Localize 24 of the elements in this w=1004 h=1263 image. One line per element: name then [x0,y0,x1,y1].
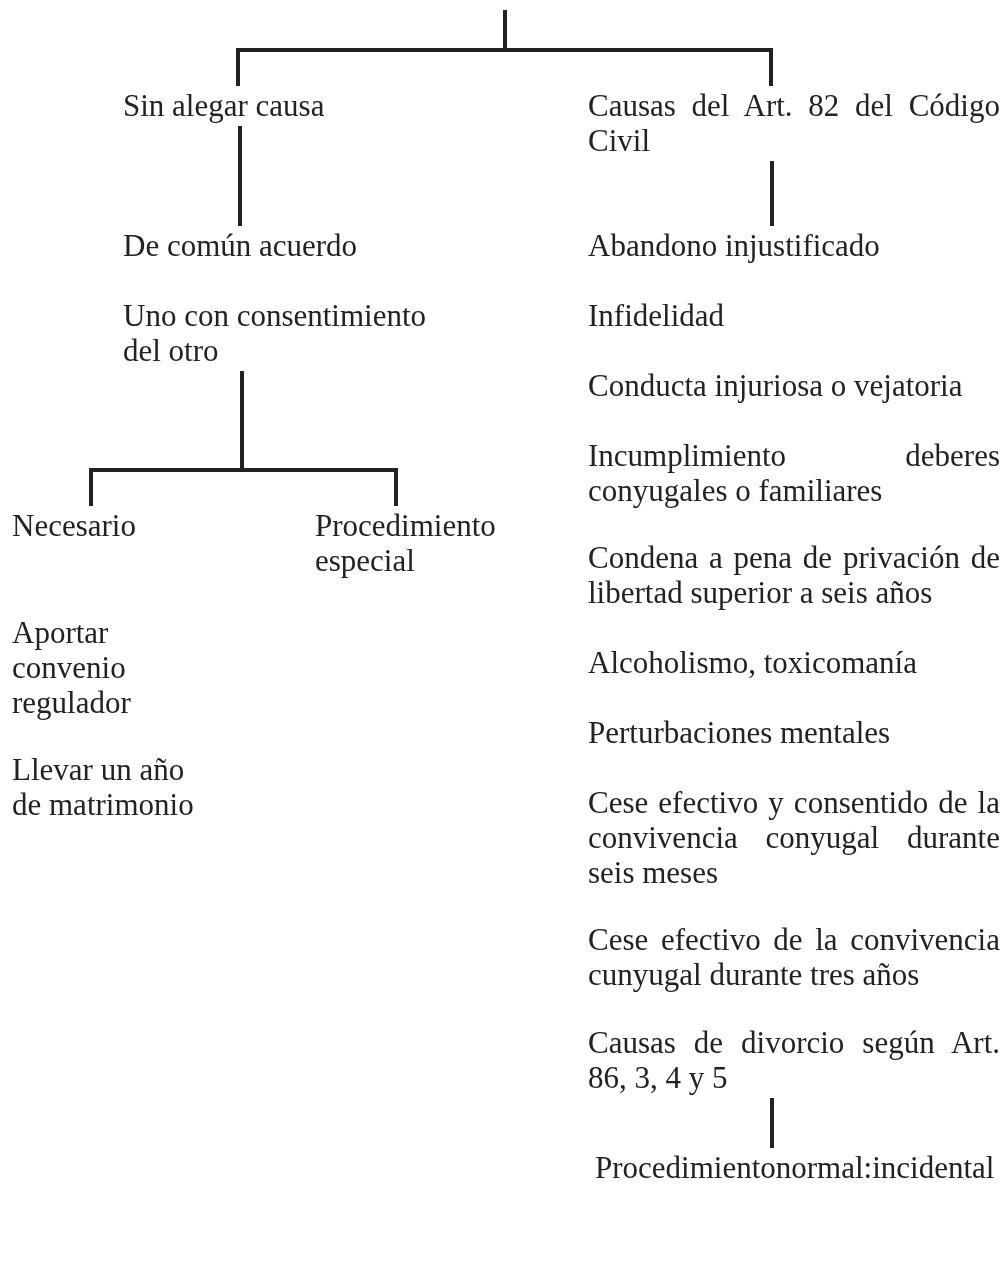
list-item-text: Condena a pena de privación de libertad superior a seis años [588,540,1000,610]
tree-item-text: Procedimientonormal:incidental [595,1150,1004,1185]
connector-line [238,126,242,226]
list-item-text: Cese efectivo y consentido de la convivencia conyugal durante seis meses [588,785,1000,890]
list-item-text: Infidelidad [588,298,725,333]
tree-item-text: Necesario [12,508,162,543]
list-item-text: Cese efectivo de la convivencia cunyugal durante tres años [588,922,1000,992]
list-item-text: Llevar un año de matrimonio [12,752,195,822]
connector-line [770,1098,774,1148]
tree-item-text: Procedimiento especial [315,508,505,578]
connector-line [240,371,398,506]
tree-item-text: Causas de divorcio según Art. 86, 3, 4 y 5 [588,1025,1000,1095]
list-item-text: Conducta injuriosa o vejatoria [588,368,964,403]
tree-item-text: De común acuerdo [123,228,383,263]
list-item-text: Incumplimiento deberes conyugales o familiares [588,438,1000,508]
list-item-text: Perturbaciones mentales [588,715,892,750]
tree-item-text: Sin alegar causa [123,88,383,123]
tree-item-text: Uno con consentimiento del otro [123,298,453,368]
list-item-text: Alcoholismo, toxicomanía [588,645,918,680]
list-item-text: Aportar convenio regulador [12,615,132,720]
connector-line [770,161,774,226]
tree-item-text: Abandono injustificado [588,228,918,263]
tree-item-text: Causas del Art. 82 del Código Civil [588,88,1000,158]
connector-line [503,10,773,86]
